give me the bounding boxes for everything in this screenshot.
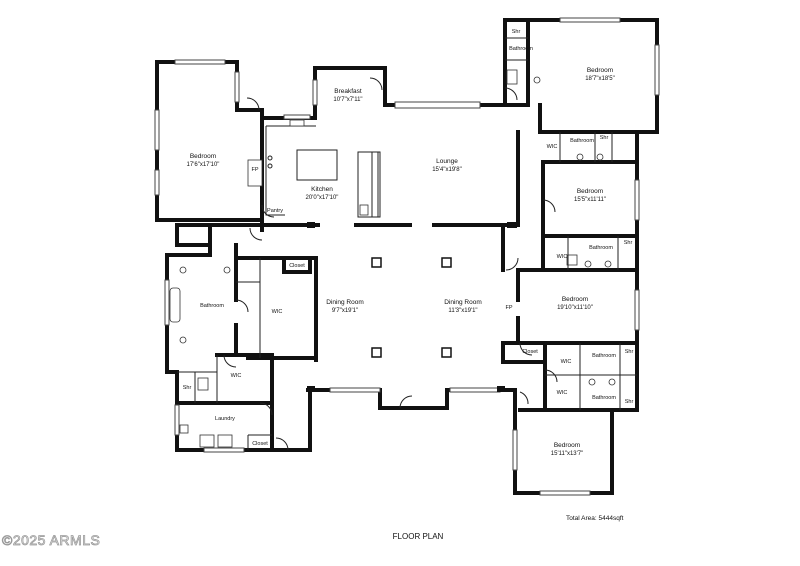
room-label-dining-w: Dining Room (326, 299, 364, 306)
fixtures (154, 17, 660, 496)
floor-plan-title: FLOOR PLAN (393, 532, 444, 541)
room-label-wic-e2: WIC (557, 254, 568, 260)
room-label-wic-sw: WIC (231, 373, 242, 379)
room-dims-dining-w: 9'7"x19'1" (332, 308, 358, 314)
room-label-fp-dining: FP (505, 305, 512, 311)
room-label-fp-kitchen: FP (251, 167, 258, 173)
room-label-closet-w: Closet (289, 263, 305, 269)
columns (307, 222, 517, 392)
room-label-wic-e1: WIC (547, 144, 558, 150)
room-label-bath-ne: Bathroom (509, 46, 533, 52)
room-label-bath-e3: Bathroom (592, 353, 616, 359)
room-dims-dining-e: 11'3"x19'1" (448, 308, 477, 314)
column (497, 386, 505, 392)
column (371, 347, 382, 358)
room-label-bedroom-e2: Bedroom (562, 296, 588, 303)
room-label-bath-e4: Bathroom (592, 395, 616, 401)
room-label-bath-e2: Bathroom (589, 245, 613, 251)
total-area: Total Area: 5444sqft (566, 515, 624, 522)
room-label-breakfast: Breakfast (334, 88, 362, 95)
walls (155, 18, 659, 495)
room-label-kitchen: Kitchen (311, 186, 333, 193)
copyright-watermark: ©2025 ARMLS (2, 532, 100, 548)
room-dims-kitchen: 20'0"x17'10" (306, 195, 339, 201)
room-label-bedroom-ne: Bedroom (587, 67, 613, 74)
room-label-shr-ne: Shr (512, 29, 521, 35)
room-label-lounge: Lounge (436, 158, 458, 165)
room-label-bedroom-e1: Bedroom (577, 188, 603, 195)
column (441, 347, 452, 358)
room-dims-lounge: 15'4"x19'8" (432, 167, 462, 173)
room-label-bedroom-nw: Bedroom (190, 153, 216, 160)
room-label-bath-e1: Bathroom (570, 138, 594, 144)
room-dims-bedroom-e2: 19'10"x11'10" (557, 305, 593, 311)
room-label-wic-e3: WIC (561, 359, 572, 365)
column (307, 386, 315, 392)
column (441, 257, 452, 268)
room-label-laundry: Laundry (215, 416, 235, 422)
room-label-shr-e4: Shr (625, 399, 634, 405)
room-label-shr-e2: Shr (624, 240, 633, 246)
room-label-bedroom-se: Bedroom (554, 442, 580, 449)
room-label-bath-w: Bathroom (200, 303, 224, 309)
room-labels: Bedroom 17'6"x17'10" Breakfast 10'7"x7'1… (183, 29, 634, 457)
room-dims-bedroom-nw: 17'6"x17'10" (187, 162, 220, 168)
room-label-shr-e3: Shr (625, 349, 634, 355)
room-dims-bedroom-ne: 18'7"x18'5" (585, 76, 615, 82)
room-label-closet-sw: Closet (252, 441, 268, 447)
column (371, 257, 382, 268)
room-label-shr-e1: Shr (600, 135, 609, 141)
room-label-dining-e: Dining Room (444, 299, 482, 306)
column (507, 222, 517, 228)
column (307, 222, 315, 228)
room-label-wic-w: WIC (272, 309, 283, 315)
room-dims-bedroom-se: 15'11"x13'7" (551, 451, 583, 457)
room-label-wic-e4: WIC (557, 390, 568, 396)
room-dims-breakfast: 10'7"x7'11" (333, 97, 362, 103)
room-label-closet-e: Closet (522, 349, 538, 355)
room-dims-bedroom-e1: 15'5"x11'11" (574, 197, 606, 203)
room-label-pantry: Pantry (267, 208, 283, 214)
room-label-shr-w: Shr (183, 385, 192, 391)
